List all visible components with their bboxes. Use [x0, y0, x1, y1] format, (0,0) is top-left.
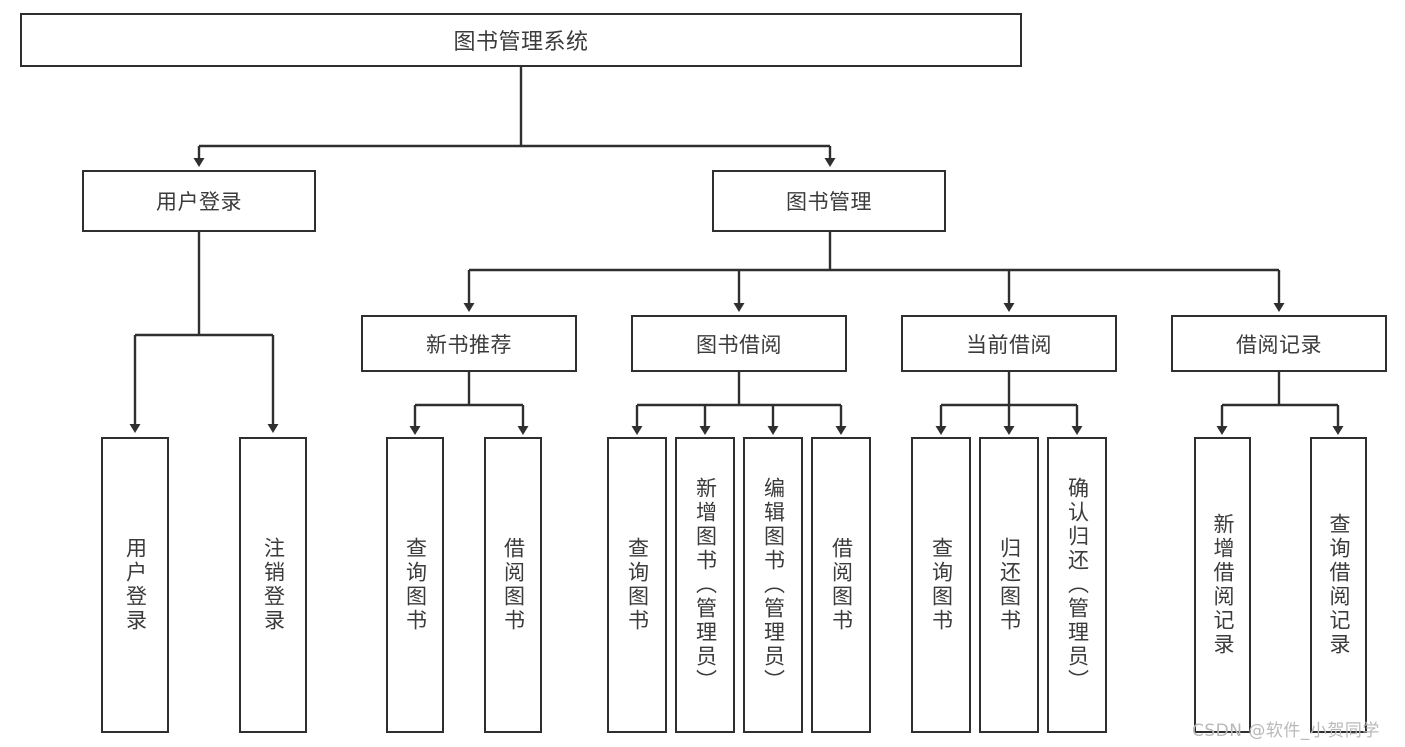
node-new-book-recommend[interactable]: 新书推荐: [361, 315, 577, 372]
node-root[interactable]: 图书管理系统: [20, 13, 1022, 67]
node-leaf-add-book[interactable]: 新增图书（管理员）: [675, 437, 735, 733]
node-leaf-add-record[interactable]: 新增借阅记录: [1194, 437, 1251, 733]
leaf-label: 用户登录: [123, 537, 148, 633]
leaf-label: 查询借阅记录: [1327, 513, 1351, 657]
node-leaf-confirm-return[interactable]: 确认归还（管理员）: [1047, 437, 1107, 733]
leaf-label: 查询图书: [625, 537, 650, 633]
node-book-borrow[interactable]: 图书借阅: [631, 315, 847, 372]
node-user-login[interactable]: 用户登录: [82, 170, 316, 232]
node-leaf-query-book-2[interactable]: 查询图书: [607, 437, 667, 733]
leaf-label: 借阅图书: [829, 537, 854, 633]
node-leaf-user-logout[interactable]: 注销登录: [239, 437, 307, 733]
leaf-label: 新增图书（管理员）: [693, 477, 718, 693]
watermark-text: CSDN @软件_小贺同学: [1192, 721, 1380, 741]
node-leaf-user-login[interactable]: 用户登录: [101, 437, 169, 733]
leaf-label: 确认归还（管理员）: [1065, 477, 1090, 693]
node-book-management[interactable]: 图书管理: [712, 170, 946, 232]
leaf-label: 编辑图书（管理员）: [761, 477, 786, 693]
leaf-label: 借阅图书: [501, 537, 526, 633]
node-leaf-query-book-3[interactable]: 查询图书: [911, 437, 971, 733]
node-leaf-edit-book[interactable]: 编辑图书（管理员）: [743, 437, 803, 733]
leaf-label: 查询图书: [403, 537, 428, 633]
leaf-label: 新增借阅记录: [1211, 513, 1235, 657]
node-leaf-query-record[interactable]: 查询借阅记录: [1310, 437, 1367, 733]
node-leaf-borrow-book-2[interactable]: 借阅图书: [811, 437, 871, 733]
node-current-borrow[interactable]: 当前借阅: [901, 315, 1117, 372]
leaf-label: 注销登录: [261, 537, 286, 633]
node-leaf-return-book[interactable]: 归还图书: [979, 437, 1039, 733]
node-borrow-record[interactable]: 借阅记录: [1171, 315, 1387, 372]
leaf-label: 归还图书: [997, 537, 1022, 633]
leaf-label: 查询图书: [929, 537, 954, 633]
node-leaf-borrow-book-1[interactable]: 借阅图书: [484, 437, 542, 733]
node-leaf-query-book-1[interactable]: 查询图书: [386, 437, 444, 733]
